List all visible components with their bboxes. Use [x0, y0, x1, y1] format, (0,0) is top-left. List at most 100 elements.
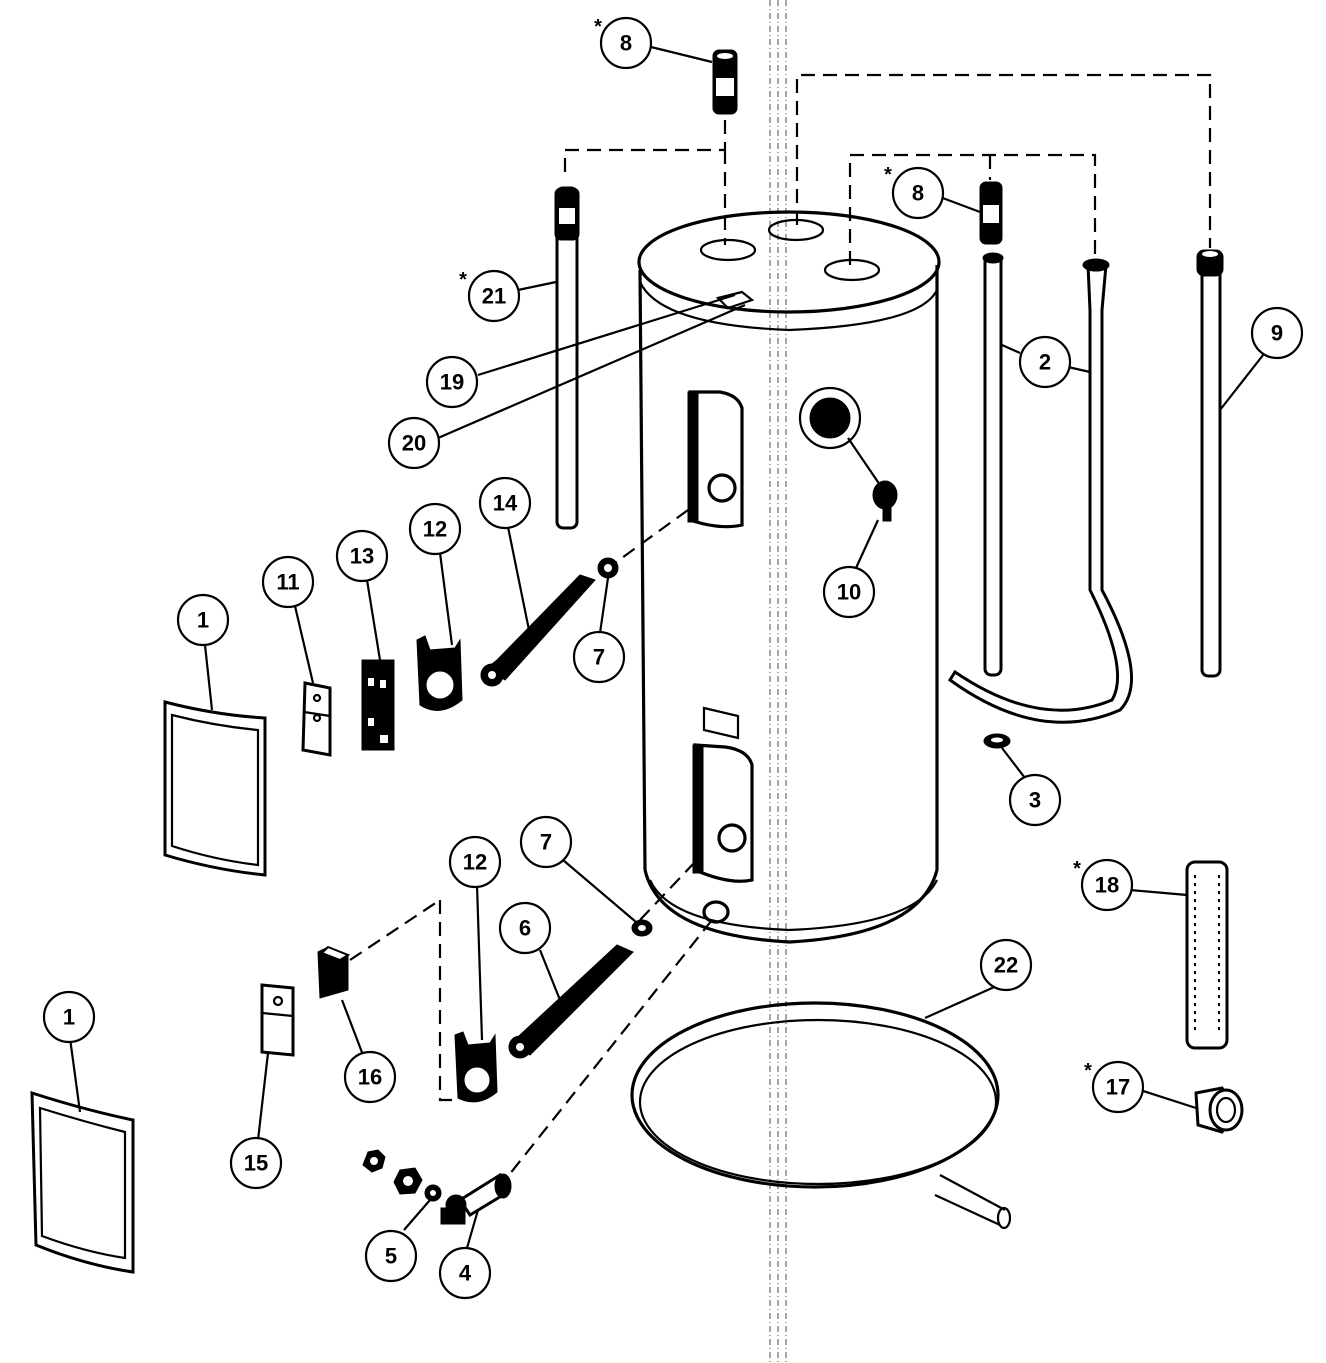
water-heater-tank [637, 210, 941, 944]
lower-access-opening [693, 743, 754, 883]
callout-1-lower[interactable]: 1 [42, 990, 96, 1044]
callout-1-upper[interactable]: 1 [176, 593, 230, 647]
svg-text:*: * [594, 16, 602, 38]
relief-port-hole [809, 397, 851, 439]
callout-16[interactable]: 16 [343, 1050, 397, 1104]
top-port-left [699, 238, 757, 262]
callout-21[interactable]: 21 * [459, 269, 521, 323]
callout-8-top[interactable]: 8 * [594, 16, 653, 70]
callout-18[interactable]: 18 * [1073, 858, 1134, 912]
callout-14[interactable]: 14 [478, 476, 532, 530]
drain-port [702, 900, 730, 924]
svg-text:14: 14 [493, 491, 518, 516]
callout-15[interactable]: 15 [229, 1136, 283, 1190]
svg-text:19: 19 [440, 370, 464, 395]
callout-20[interactable]: 20 [387, 416, 441, 470]
callout-2[interactable]: 2 [1018, 335, 1072, 389]
part-4-drain-valve [440, 1172, 512, 1225]
svg-text:18: 18 [1095, 873, 1119, 898]
center-axis-line [769, 0, 787, 1363]
callout-10[interactable]: 10 [822, 565, 876, 619]
part-1-access-cover-lower [30, 1090, 135, 1274]
upper-access-opening [688, 390, 744, 529]
top-port-right [823, 258, 881, 282]
upper-element-port [707, 473, 737, 503]
svg-text:22: 22 [994, 953, 1018, 978]
svg-text:12: 12 [463, 850, 487, 875]
part-12-insulation-upper [416, 635, 463, 711]
callout-11[interactable]: 11 [261, 555, 315, 609]
callout-12-lower[interactable]: 12 [448, 835, 502, 889]
svg-text:16: 16 [358, 1065, 382, 1090]
svg-text:3: 3 [1029, 788, 1041, 813]
callout-4[interactable]: 4 [438, 1246, 492, 1300]
part-18-heat-trap-sleeve [1185, 860, 1229, 1050]
callout-19[interactable]: 19 [425, 355, 479, 409]
part-8-nipple-right [979, 181, 1003, 245]
callout-7-lower[interactable]: 7 [519, 815, 573, 869]
svg-text:6: 6 [519, 916, 531, 941]
svg-text:8: 8 [620, 31, 632, 56]
svg-text:5: 5 [385, 1244, 397, 1269]
callout-22[interactable]: 22 [979, 938, 1033, 992]
rating-plate [702, 706, 740, 740]
callout-13[interactable]: 13 [335, 529, 389, 583]
svg-text:9: 9 [1271, 321, 1283, 346]
svg-text:15: 15 [244, 1151, 268, 1176]
part-6-heating-element-lower [508, 944, 634, 1059]
svg-text:13: 13 [350, 544, 374, 569]
part-9-anode-rod [1196, 249, 1224, 678]
part-7-gasket-lower [631, 919, 653, 937]
part-17-heat-trap-fitting [1194, 1086, 1244, 1134]
svg-text:10: 10 [837, 580, 861, 605]
svg-text:1: 1 [197, 608, 209, 633]
callout-17[interactable]: 17 * [1084, 1060, 1145, 1114]
part-15-lower-bracket [260, 983, 295, 1057]
svg-text:8: 8 [912, 181, 924, 206]
svg-text:17: 17 [1106, 1075, 1130, 1100]
callout-9[interactable]: 9 [1250, 306, 1304, 360]
svg-text:7: 7 [540, 830, 552, 855]
svg-text:1: 1 [63, 1005, 75, 1030]
part-13-thermostat-upper [361, 659, 395, 751]
part-2-dip-tube-straight [982, 252, 1004, 677]
svg-text:21: 21 [482, 284, 506, 309]
svg-text:7: 7 [593, 645, 605, 670]
part-1-access-cover-upper [163, 700, 267, 877]
callout-8-right[interactable]: 8 * [884, 164, 945, 220]
part-21-anode-rod [554, 186, 580, 530]
lower-element-port [717, 823, 747, 853]
assembly-dashed-lines [349, 73, 1212, 1181]
part-10-relief-valve [847, 437, 898, 522]
svg-text:*: * [1084, 1060, 1092, 1082]
part-11-high-limit-switch [301, 681, 332, 757]
part-3-plug [983, 733, 1011, 749]
part-7-gasket-upper [597, 557, 619, 579]
svg-text:4: 4 [459, 1261, 472, 1286]
callout-7-upper[interactable]: 7 [572, 630, 626, 684]
svg-text:11: 11 [276, 570, 299, 595]
part-12-insulation-lower [454, 1031, 498, 1103]
part-14-heating-element-upper [480, 574, 596, 687]
callout-3[interactable]: 3 [1008, 773, 1062, 827]
relief-port-ring [798, 386, 862, 450]
part-16-thermostat-lower [317, 945, 351, 999]
svg-text:*: * [459, 269, 467, 291]
callout-6[interactable]: 6 [498, 901, 552, 955]
part-5-drain-washer [424, 1184, 442, 1202]
callout-5[interactable]: 5 [364, 1229, 418, 1283]
svg-text:*: * [1073, 858, 1081, 880]
svg-text:*: * [884, 164, 892, 186]
drain-valve-nut [393, 1167, 423, 1195]
drain-valve-knob [362, 1149, 386, 1173]
top-cap-fitting [715, 290, 755, 310]
callout-12-upper[interactable]: 12 [408, 502, 462, 556]
part-22-drain-pan [630, 1001, 1012, 1230]
part-2-dip-tube-curved [947, 258, 1133, 724]
callout-leader-lines [68, 45, 1268, 1249]
svg-text:20: 20 [402, 431, 426, 456]
svg-text:12: 12 [423, 517, 447, 542]
svg-text:2: 2 [1039, 350, 1051, 375]
